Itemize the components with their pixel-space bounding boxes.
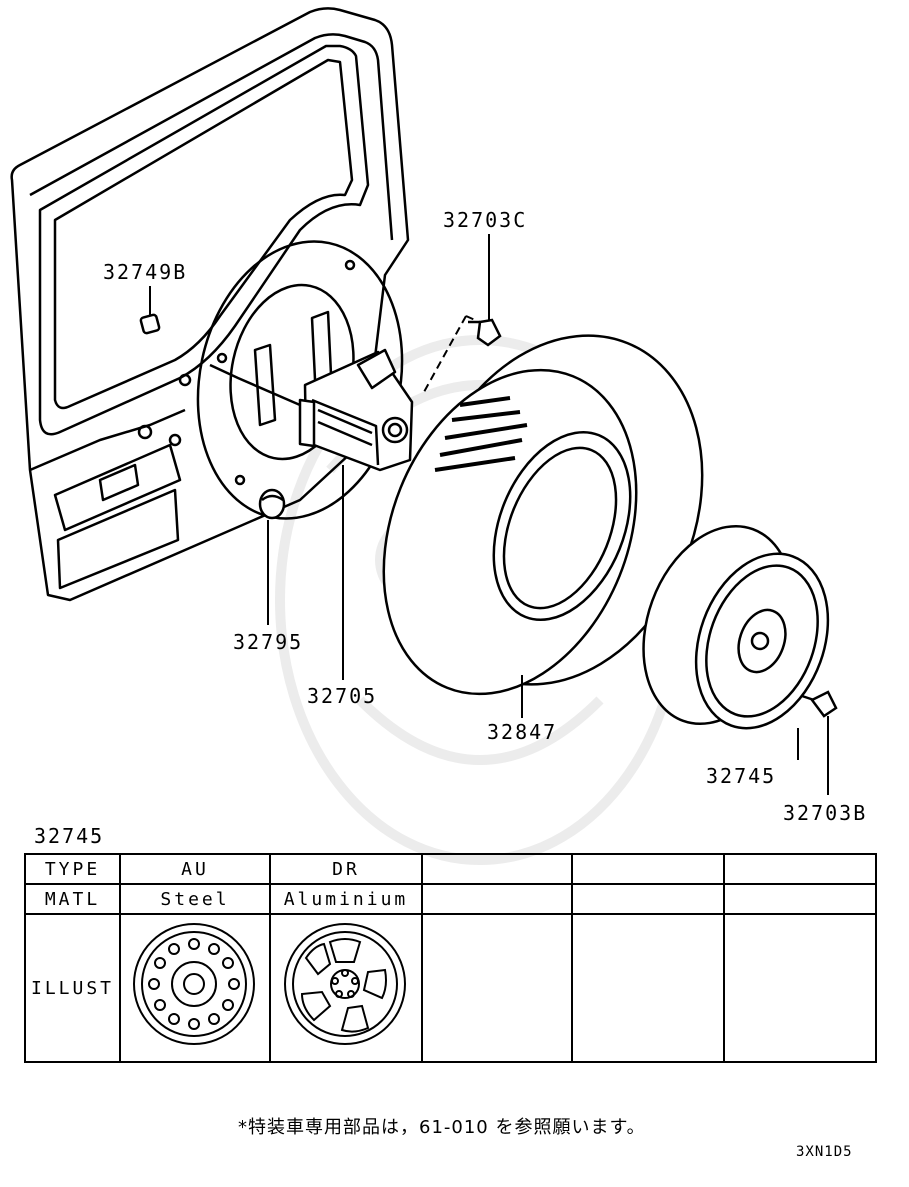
type-cell: AU xyxy=(119,853,271,885)
part-label-32795: 32795 xyxy=(233,630,304,654)
matl-cell xyxy=(723,883,877,915)
drawing-code: 3XN1D5 xyxy=(796,1144,853,1160)
part-label-32745: 32745 xyxy=(706,764,777,788)
type-cell xyxy=(723,853,877,885)
illust-cell xyxy=(571,913,725,1063)
part-label-32847: 32847 xyxy=(487,720,558,744)
type-cell xyxy=(421,853,573,885)
matl-cell xyxy=(571,883,725,915)
tire-drawing xyxy=(382,334,704,696)
wheel-spec-table: TYPE AU DR MATL Steel Aluminium ILLUST xyxy=(24,853,877,1063)
part-label-32703C: 32703C xyxy=(443,208,528,232)
part-label-32703B: 32703B xyxy=(783,801,868,825)
illust-cell xyxy=(421,913,573,1063)
table-title: 32745 xyxy=(34,824,105,848)
matl-cell: Aluminium xyxy=(269,883,423,915)
row-header-illust: ILLUST xyxy=(24,913,121,1063)
illust-cell xyxy=(119,913,271,1063)
wheel-drawing xyxy=(642,524,830,730)
leader-lines xyxy=(149,234,829,795)
carrier-bracket xyxy=(298,348,414,472)
tailgate-drawing xyxy=(10,7,410,602)
small-parts xyxy=(139,313,838,718)
row-header-matl: MATL xyxy=(24,883,121,915)
type-cell xyxy=(571,853,725,885)
part-label-32705: 32705 xyxy=(307,684,378,708)
row-header-type: TYPE xyxy=(24,853,121,885)
type-cell: DR xyxy=(269,853,423,885)
matl-cell: Steel xyxy=(119,883,271,915)
part-label-32749B: 32749B xyxy=(103,260,188,284)
matl-cell xyxy=(421,883,573,915)
footnote: *特装車専用部品は，61-010 を参照願います。 xyxy=(238,1117,646,1138)
illust-cell xyxy=(269,913,423,1063)
illust-cell xyxy=(723,913,877,1063)
